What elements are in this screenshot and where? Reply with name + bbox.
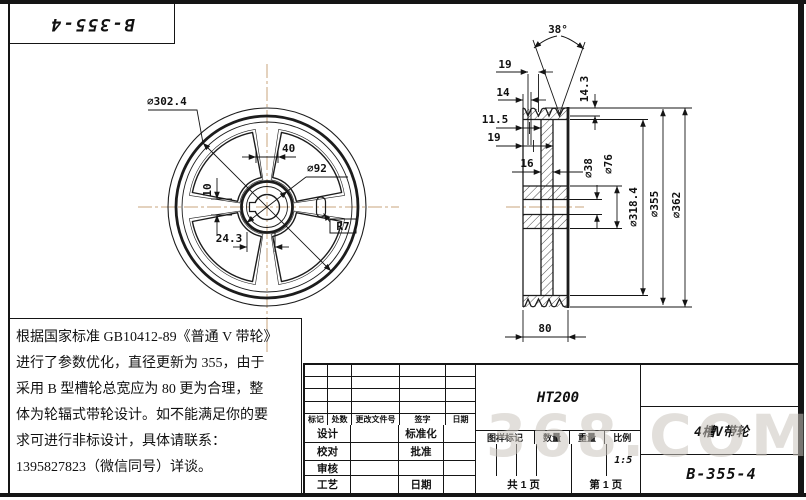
note-line: 根据国家标准 GB10412-89《普通 V 带轮》	[16, 330, 278, 345]
mark-label: 图样标记	[476, 431, 534, 444]
page-number: 第 1 页	[572, 476, 640, 493]
part-code: B-355-4	[686, 465, 757, 483]
front-dims	[148, 109, 357, 272]
rev-header: 日期	[446, 413, 475, 425]
note-line: 1395827823（微信同号）详谈。	[16, 460, 212, 475]
material-cell: HT200	[476, 365, 640, 431]
dim-bore-dia: ∅38	[582, 158, 595, 178]
mark-value-row: 1:5	[476, 444, 640, 476]
dim-width: 80	[538, 322, 551, 335]
sign-label: 审核	[305, 461, 350, 475]
section-dims	[496, 35, 692, 342]
signature-table: 设计 标准化 校对 批准 审核 工艺 日期	[305, 425, 475, 493]
scale-value: 1:5	[607, 444, 640, 476]
rev-header: 标记	[305, 413, 327, 425]
sign-label: 批准	[399, 443, 443, 460]
border-right	[798, 0, 804, 497]
title-block-right: 4槽V带轮 B-355-4	[640, 365, 802, 493]
dim-hub-dia-side: ∅76	[602, 154, 615, 174]
dim-spoke-width: 40	[282, 142, 295, 155]
revision-table: 标记 处数 更改文件号 签字 日期	[305, 365, 475, 425]
rev-header: 处数	[328, 413, 351, 425]
section-view: 38° 19 14 11.5 19 16 14.3 ∅38 ∅76 ∅318.4…	[482, 23, 692, 342]
mark-header-row: 图样标记 数量 重量 比例	[476, 431, 640, 444]
dim-rim-a: 11.5	[482, 113, 509, 126]
title-block: 标记 处数 更改文件号 签字 日期 设计 标准化 校对 批准 审核 工艺 日期 …	[303, 363, 804, 495]
scale-label: 比例	[605, 431, 640, 444]
sign-label: 设计	[305, 425, 350, 442]
drawing-code-box: B-355-4	[8, 3, 175, 44]
dim-outer-dia: ∅362	[670, 192, 683, 219]
dim-rim-b: 19	[487, 131, 500, 144]
note-box: 根据国家标准 GB10412-89《普通 V 带轮》 进行了参数优化，直径更新为…	[8, 318, 302, 495]
dim-fillet: R7	[336, 220, 349, 233]
page-row: 共 1 页 第 1 页	[476, 476, 640, 493]
sign-label	[399, 461, 443, 475]
weight-label: 重量	[570, 431, 604, 444]
keyway	[248, 201, 256, 213]
border-top	[0, 0, 806, 4]
border-left	[8, 3, 10, 495]
dim-inner-dia: ∅318.4	[627, 187, 640, 227]
rev-header: 签字	[400, 413, 445, 425]
sign-label: 工艺	[305, 476, 350, 493]
border-bottom	[0, 493, 806, 497]
dim-groove-depth: 14.3	[578, 76, 591, 103]
note-line: 求可进行非标设计，具体请联系：	[16, 434, 226, 449]
rev-header: 更改文件号	[352, 413, 399, 425]
note-line: 采用 B 型槽轮总宽应为 80 更为合理，整	[16, 382, 264, 397]
dim-web-thk: 16	[520, 157, 534, 170]
spare-cell	[641, 365, 802, 407]
part-name: 4槽V带轮	[641, 407, 802, 455]
sign-label: 标准化	[399, 425, 443, 442]
title-block-middle: HT200 图样标记 数量 重量 比例 1:5 共 1 页 第 1 页	[475, 365, 640, 493]
note-line: 进行了参数优化，直径更新为 355，由于	[16, 356, 265, 371]
dim-groove-pitch: 19	[498, 58, 511, 71]
total-pages: 共 1 页	[476, 476, 571, 493]
front-view: ∅302.4 40 ∅92 10 24.3 R7	[138, 64, 399, 352]
qty-label: 数量	[535, 431, 569, 444]
dim-hub-dia: ∅92	[307, 162, 327, 175]
dim-groove-angle: 38°	[548, 23, 568, 36]
sign-label: 校对	[305, 443, 350, 460]
dim-pitch-dia: ∅355	[648, 191, 661, 218]
section-hatch	[523, 109, 568, 307]
dim-groove-edge: 14	[496, 86, 510, 99]
dim-front-rim-dia: ∅302.4	[147, 95, 187, 108]
dim-offset: 24.3	[216, 232, 243, 245]
dim-rib-width: 10	[201, 183, 214, 196]
sign-label: 日期	[399, 476, 443, 493]
note-line: 体为轮辐式带轮设计。如不能满足你的要	[16, 408, 268, 423]
